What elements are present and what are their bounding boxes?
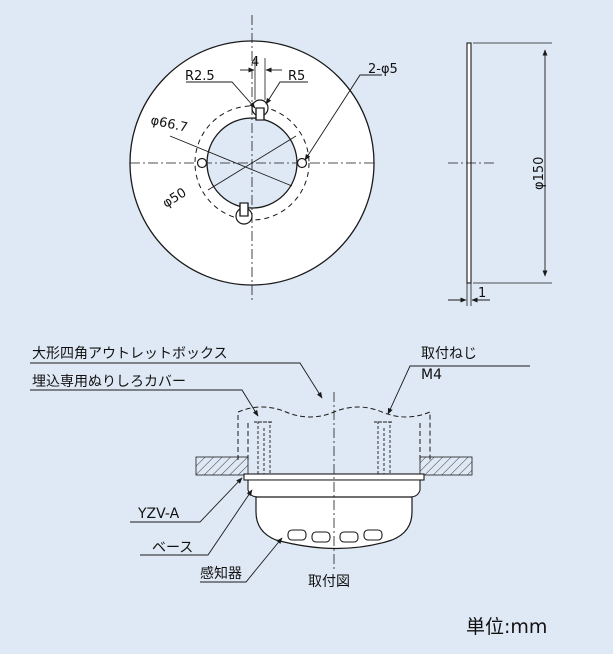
- dim-4: 4: [251, 55, 259, 70]
- dim-holes: 2-φ5: [368, 62, 398, 77]
- dim-thickness: 1: [478, 286, 486, 301]
- leader-adapter: [130, 477, 243, 523]
- side-hole-right: [296, 157, 308, 169]
- ceiling-right: [419, 456, 473, 476]
- dim-diameter: φ150: [532, 157, 547, 190]
- assembly-caption: 取付図: [308, 574, 350, 590]
- side-view-labels: φ150 1: [478, 157, 547, 301]
- label-outlet-box: 大形四角アウトレットボックス: [32, 346, 228, 362]
- keyhole-top: [251, 99, 269, 121]
- assembly-labels: 大形四角アウトレットボックス 埋込専用ぬりしろカバー 取付ねじ M4 YZV-A…: [32, 346, 477, 590]
- dim-r5: R5: [288, 69, 305, 84]
- label-sensor: 感知器: [200, 565, 242, 582]
- side-view: [448, 42, 552, 306]
- leader-screw: [387, 365, 530, 415]
- leader-sensor: [200, 537, 283, 583]
- label-adapter: YZV-A: [137, 506, 180, 522]
- unit-label: 単位:mm: [466, 616, 547, 638]
- label-screw: 取付ねじ: [421, 346, 477, 362]
- keyhole-bottom: [235, 202, 253, 225]
- pitch-circle: [194, 105, 310, 221]
- label-cover: 埋込専用ぬりしろカバー: [32, 374, 186, 390]
- opening-dia-line: [207, 135, 297, 191]
- assembly-view: [30, 362, 530, 583]
- label-screw-size: M4: [421, 367, 442, 383]
- leader-base: [140, 489, 253, 556]
- pitch-dia-line: [169, 135, 293, 187]
- leader-box: [30, 362, 323, 399]
- ceiling-left: [195, 456, 249, 476]
- dim-r2-5: R2.5: [185, 69, 215, 84]
- plan-view: [129, 15, 382, 300]
- label-base: ベース: [152, 540, 193, 556]
- side-hole-left: [196, 157, 208, 169]
- leader-cover: [30, 389, 259, 417]
